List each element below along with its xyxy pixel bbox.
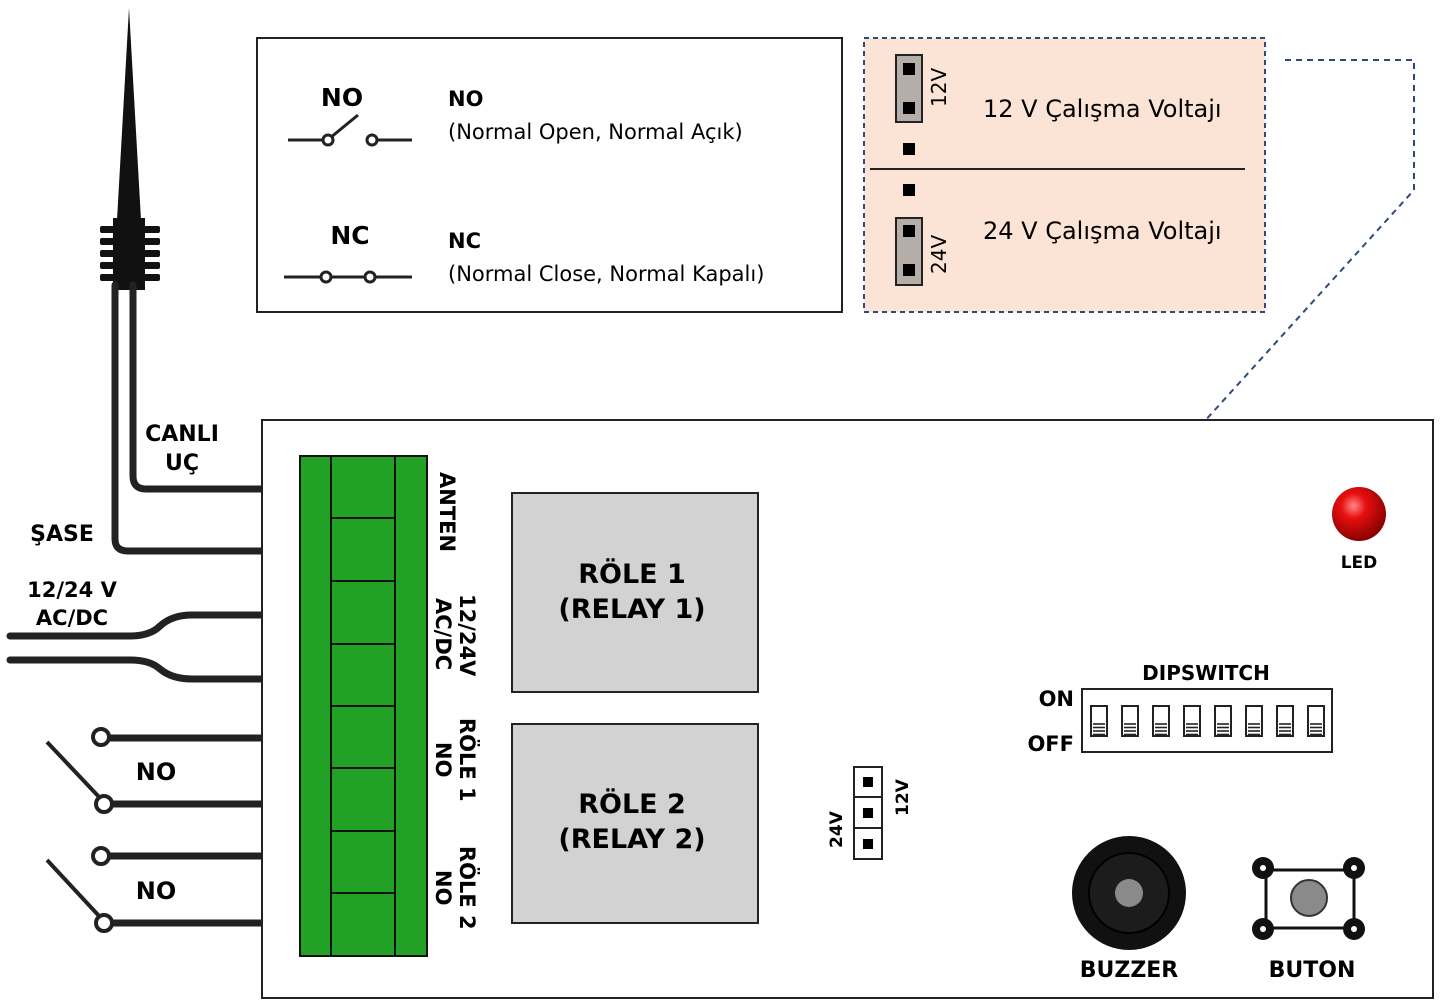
led-icon <box>1332 487 1386 541</box>
wire-power-1 <box>6 611 322 640</box>
dipswitch-toggle <box>1121 705 1139 737</box>
label-power-1: 12/24 V <box>27 578 117 602</box>
terminal-label-power-1: 12/24V <box>455 594 479 677</box>
dipswitch-toggle <box>1214 705 1232 737</box>
terminal-label-role2-2: NO <box>431 870 455 905</box>
no-switch-2 <box>45 846 114 933</box>
board-voltage-jumper <box>853 766 883 860</box>
label-sase: ŞASE <box>30 522 94 547</box>
dipswitch-off-label: OFF <box>1027 732 1074 756</box>
relay-1: RÖLE 1 (RELAY 1) <box>511 492 759 693</box>
dipswitch-toggle <box>1307 705 1325 737</box>
no-switch-symbol <box>288 113 412 147</box>
dipswitch-label: DIPSWITCH <box>1142 661 1270 685</box>
no-title: NO <box>448 87 483 111</box>
terminal-label-role2-1: RÖLE 2 <box>455 846 480 930</box>
no-description: (Normal Open, Normal Açık) <box>448 120 743 144</box>
board-jumper-12v: 12V <box>893 778 913 816</box>
jumper-12v-label: 12V <box>927 68 951 107</box>
button-label: BUTON <box>1269 958 1356 983</box>
dipswitch-toggle <box>1090 705 1108 737</box>
terminal-label-role1-1: RÖLE 1 <box>455 718 480 802</box>
buzzer-icon <box>1072 836 1186 950</box>
dipswitch-on-label: ON <box>1039 687 1074 711</box>
relay-2-label: RÖLE 2 <box>578 787 686 820</box>
wire-power-2 <box>6 656 322 683</box>
no-symbol-label: NO <box>321 83 363 112</box>
antenna-icon <box>100 8 160 290</box>
text-24v: 24 V Çalışma Voltajı <box>983 217 1222 245</box>
label-no-1: NO <box>136 758 177 786</box>
label-no-2: NO <box>136 877 177 905</box>
wire-canli <box>129 281 322 493</box>
terminal-label-role1-2: NO <box>431 742 455 777</box>
terminal-label-anten: ANTEN <box>435 472 459 552</box>
relay-2-sublabel: (RELAY 2) <box>558 824 705 855</box>
dipswitch <box>1081 688 1333 753</box>
nc-switch-symbol <box>284 270 412 284</box>
relay-1-label: RÖLE 1 <box>578 557 686 590</box>
label-canli: CANLI <box>145 422 219 447</box>
nc-symbol-label: NC <box>330 221 369 250</box>
dipswitch-toggle <box>1152 705 1170 737</box>
relay-2: RÖLE 2 (RELAY 2) <box>511 723 759 924</box>
text-12v: 12 V Çalışma Voltajı <box>983 95 1222 123</box>
terminal-block <box>299 455 428 957</box>
board-jumper-24v: 24V <box>827 810 847 848</box>
jumper-24v-detail <box>895 184 923 286</box>
jumper-12v-detail <box>895 54 923 155</box>
nc-title: NC <box>448 229 481 253</box>
nc-description: (Normal Close, Normal Kapalı) <box>448 262 764 286</box>
terminal-label-power-2: AC/DC <box>431 598 455 670</box>
dipswitch-toggle <box>1276 705 1294 737</box>
dipswitch-toggle <box>1245 705 1263 737</box>
legend-box: NO NO (Normal Open, Normal Açık) NC NC (… <box>256 37 843 313</box>
wire-sase <box>111 281 322 555</box>
label-uc: UÇ <box>165 451 199 476</box>
no-switch-1 <box>45 727 114 814</box>
buzzer-label: BUZZER <box>1080 958 1179 983</box>
voltage-box: 12V 12 V Çalışma Voltajı 24V 24 V Çalışm… <box>863 37 1266 313</box>
led-label: LED <box>1341 553 1378 573</box>
jumper-24v-label: 24V <box>927 235 951 274</box>
dipswitch-toggle <box>1183 705 1201 737</box>
label-power-2: AC/DC <box>36 606 108 630</box>
relay-1-sublabel: (RELAY 1) <box>558 594 705 625</box>
push-button-icon <box>1252 857 1365 940</box>
